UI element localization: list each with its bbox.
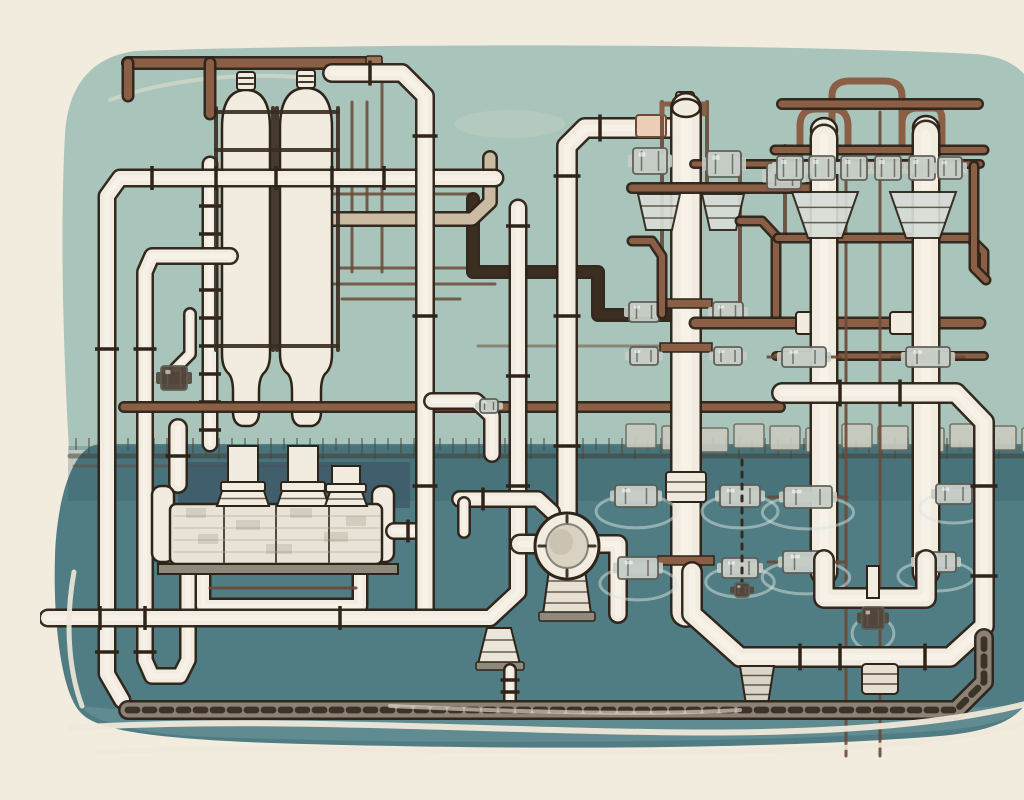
right-valve-row2-a <box>760 485 856 531</box>
column-valve-3l <box>594 484 678 530</box>
chain-hook <box>730 582 754 598</box>
pedestal-skirt-3 <box>323 491 369 507</box>
right-valve-row1-b <box>890 346 966 368</box>
piping-illustration-canvas <box>40 16 1024 784</box>
glass-row-4 <box>870 155 906 181</box>
left-flanged-band <box>95 166 505 710</box>
vessel-cap-right <box>296 69 316 89</box>
drum-inlet-stub <box>165 418 191 494</box>
run-coupler-ribs <box>861 673 899 685</box>
pedestal-stem-2 <box>287 445 319 485</box>
riser-drain-stub <box>500 663 520 709</box>
column-valve-4l <box>598 556 678 602</box>
faucet-pipe <box>169 307 197 375</box>
copper-elbow-right <box>734 215 782 327</box>
drum-grid-checker <box>186 508 366 554</box>
cloud-patch <box>455 110 565 138</box>
drum-underloop <box>194 559 369 615</box>
glass-row-6 <box>933 156 967 180</box>
right-valve-row1-a <box>766 346 842 368</box>
vessel-cap-left <box>236 71 256 91</box>
arch-center <box>828 77 906 146</box>
wave-1 <box>67 701 1024 736</box>
vessel-tower-right <box>278 86 334 428</box>
manifold-glass-2 <box>702 150 746 178</box>
pedestal-plate-3 <box>325 483 367 493</box>
vessel-cap-ticks <box>238 75 314 85</box>
column-coupling-ribs <box>665 481 707 493</box>
glass-row-5 <box>904 155 940 181</box>
copper-elbow-left <box>626 235 668 320</box>
glass-row-3 <box>836 155 872 181</box>
vessel-cage <box>214 106 340 352</box>
drum-base <box>157 563 399 575</box>
pedestal-plate-2 <box>280 481 326 492</box>
big-white-run <box>681 379 998 671</box>
wave-left-edge <box>66 569 85 709</box>
column-valve-2l <box>625 346 663 366</box>
pedestal-skirt-1 <box>215 490 271 507</box>
column-coupling <box>665 471 707 503</box>
pink-coupling <box>635 114 667 138</box>
short-pipe-483 <box>451 487 561 521</box>
column-valve-1l <box>624 301 664 323</box>
manifold-funnel-1 <box>636 193 682 231</box>
pump-bolts <box>537 514 597 578</box>
manifold-funnel-2 <box>700 193 746 231</box>
pedestal-stem-1 <box>227 445 259 485</box>
copper-frame-right <box>968 160 992 286</box>
column-valve-3r <box>700 484 780 530</box>
right-funnel-a <box>790 191 860 239</box>
column-valve-2r <box>709 346 747 366</box>
t-valve-knob <box>850 606 896 652</box>
pump-inner-blob <box>549 529 573 555</box>
column-plate-1 <box>659 298 713 309</box>
wave-small <box>388 704 742 715</box>
run-a-with-riser <box>40 198 530 630</box>
tall-vertical-385 <box>322 60 438 624</box>
piping-illustration <box>40 16 1024 784</box>
pump-feed-vertical <box>553 114 681 525</box>
manifold-glass-1 <box>628 147 672 175</box>
glass-row-2 <box>804 155 840 181</box>
column-plate-2 <box>659 342 713 353</box>
faucet-valve <box>156 365 192 391</box>
riser-skirt <box>476 627 522 665</box>
drain-funnel <box>738 665 776 705</box>
right-funnel-b <box>888 191 958 239</box>
drum-seams <box>223 505 330 563</box>
pump-pedestal-base <box>538 611 596 622</box>
wave-2 <box>95 720 1024 755</box>
glass-row-1 <box>772 155 808 181</box>
t-valve-stem <box>866 565 880 599</box>
pedestal-skirt-2 <box>275 490 331 507</box>
central-column-dome <box>670 97 702 119</box>
drum-grid-lines <box>173 515 381 553</box>
run-coupler <box>861 663 899 695</box>
branch-clamp <box>475 398 503 414</box>
pedestal-plate-1 <box>220 481 266 492</box>
